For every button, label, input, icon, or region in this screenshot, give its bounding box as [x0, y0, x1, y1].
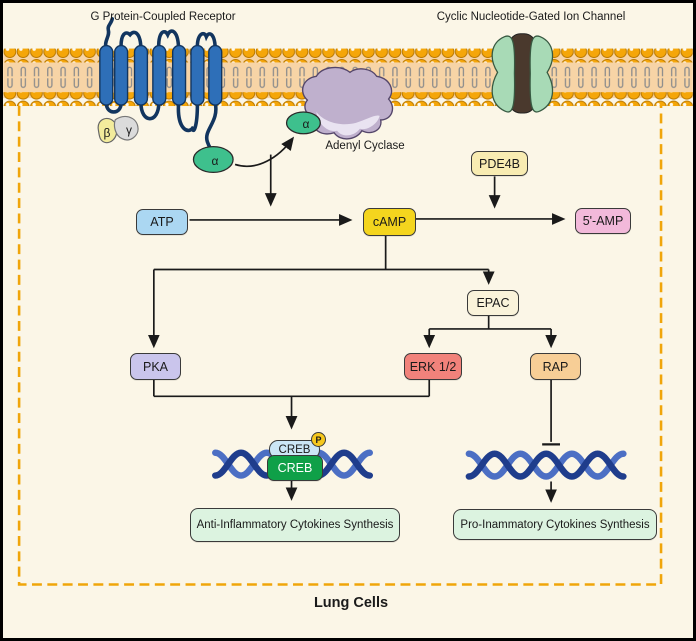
atp-node: ATP	[136, 209, 188, 235]
pro-inflammatory-synthesis-node: Pro-Inammatory Cytokines Synthesis	[453, 509, 657, 540]
gamma-label: γ	[126, 123, 132, 137]
pathway-arrows	[147, 136, 566, 503]
5amp-node: 5'-AMP	[575, 208, 631, 234]
phosphate-badge: P	[311, 432, 326, 447]
g-protein-alpha-subunit	[192, 145, 234, 174]
gpcr-loops	[103, 17, 218, 154]
cng-ion-channel	[491, 33, 554, 114]
epac-node: EPAC	[467, 290, 519, 316]
rap-node: RAP	[530, 353, 581, 380]
dna-helix-right	[465, 450, 627, 480]
pka-node: PKA	[130, 353, 181, 380]
creb-gene-node: CREB	[267, 455, 323, 481]
adenyl-cyclase-label: Adenyl Cyclase	[325, 140, 405, 152]
alpha-free-label: α	[211, 154, 219, 168]
diagram-graphics	[3, 17, 693, 586]
ion-channel-title: Cyclic Nucleotide-Gated Ion Channel	[436, 11, 626, 23]
g-protein-gamma-subunit	[113, 115, 139, 141]
erk-node: ERK 1/2	[404, 353, 462, 380]
gpcr-receptor	[97, 17, 234, 174]
alpha-activation-arrow	[234, 136, 295, 168]
alpha-cyclase-label: α	[302, 117, 310, 131]
alpha-subunit-on-cyclase	[285, 111, 321, 135]
cell-membrane-dashed-border	[17, 106, 663, 586]
camp-node: cAMP	[363, 208, 416, 236]
pde4b-node: PDE4B	[471, 151, 528, 176]
g-protein-beta-subunit	[97, 117, 118, 144]
adenyl-cyclase-enzyme	[285, 66, 394, 140]
anti-inflammatory-synthesis-node: Anti-Inflammatory Cytokines Synthesis	[190, 508, 400, 542]
gpcr-helices	[99, 44, 223, 106]
beta-label: β	[103, 126, 111, 140]
gpcr-title: G Protein-Coupled Receptor	[90, 11, 236, 23]
lung-cells-label: Lung Cells	[313, 595, 389, 611]
